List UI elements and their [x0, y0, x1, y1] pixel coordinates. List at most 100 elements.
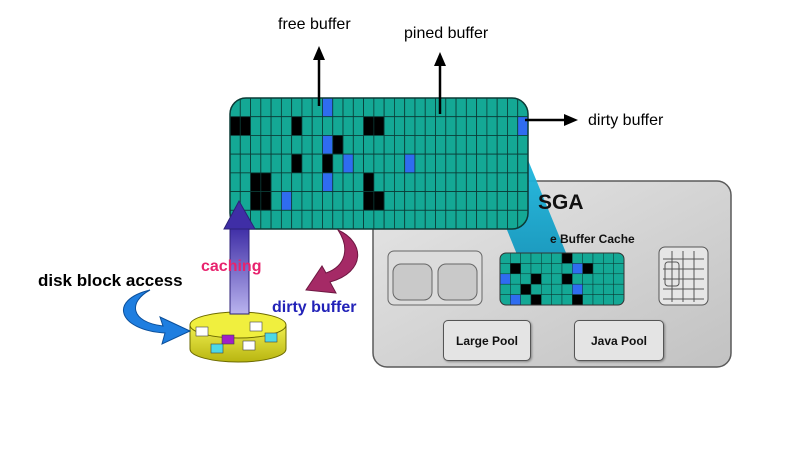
buffer-cell-dirty	[500, 273, 511, 285]
buffer-cell-free	[541, 273, 552, 285]
buffer-cell-free	[373, 153, 385, 174]
buffer-cell-free	[445, 153, 457, 174]
buffer-cell-free	[291, 172, 303, 192]
buffer-cell-free	[486, 209, 498, 229]
buffer-cell-free	[496, 98, 508, 118]
buffer-cell-free	[445, 209, 457, 229]
buffer-cell-free	[352, 135, 364, 155]
buffer-cell-free	[424, 172, 436, 192]
dirty-buffer-label-bottom: dirty buffer	[272, 299, 357, 316]
buffer-cell-free	[352, 172, 364, 192]
buffer-cell-free	[476, 209, 488, 229]
buffer-cell-free	[486, 135, 498, 155]
buffer-cell-free	[301, 98, 313, 118]
buffer-cell-free	[291, 191, 303, 211]
buffer-cell-free	[291, 135, 303, 155]
buffer-cell-pinned	[363, 191, 375, 211]
buffer-cell-free	[363, 153, 375, 174]
buffer-cell-free	[455, 172, 467, 192]
buffer-cell-free	[230, 172, 241, 192]
buffer-cell-pinned	[520, 283, 532, 295]
buffer-cell-pinned	[291, 116, 303, 136]
buffer-cell-free	[520, 273, 532, 285]
buffer-cell-free	[496, 191, 508, 211]
buffer-cell-pinned	[561, 273, 573, 285]
buffer-cell-free	[383, 98, 395, 118]
buffer-cell-free	[352, 209, 364, 229]
buffer-cell-free	[332, 172, 344, 192]
buffer-cell-free	[465, 172, 478, 192]
disk-block-access-label: disk block access	[38, 271, 183, 290]
buffer-cell-free	[592, 294, 604, 305]
buffer-cell-pinned	[572, 294, 583, 305]
buffer-cell-free	[363, 135, 375, 155]
buffer-cell-free	[270, 135, 282, 155]
buffer-cell-free	[311, 191, 323, 211]
buffer-cell-free	[561, 283, 573, 295]
buffer-cell-free	[260, 135, 272, 155]
buffer-cell-free	[383, 135, 395, 155]
buffer-cell-free	[486, 153, 498, 174]
buffer-cell-free	[476, 172, 488, 192]
buffer-cell-free	[465, 135, 478, 155]
buffer-cell-pinned	[332, 135, 344, 155]
buffer-cell-free	[541, 294, 552, 305]
buffer-cell-free	[507, 209, 519, 229]
buffer-cell-free	[301, 116, 313, 136]
buffer-cell-free	[342, 98, 354, 118]
buffer-cell-free	[510, 253, 521, 264]
buffer-cell-free	[404, 98, 416, 118]
buffer-cell-free	[561, 294, 573, 305]
buffer-cell-free	[311, 209, 323, 229]
buffer-cell-free	[530, 253, 542, 264]
buffer-cell-free	[394, 191, 406, 211]
buffer-cell-free	[414, 191, 426, 211]
buffer-cell-pinned	[530, 273, 542, 285]
buffer-cell-free	[342, 116, 354, 136]
buffer-cell-free	[352, 116, 364, 136]
buffer-cell-free	[332, 116, 344, 136]
buffer-cell-free	[496, 209, 508, 229]
buffer-cell-free	[445, 135, 457, 155]
buffer-cell-free	[530, 283, 542, 295]
buffer-cell-free	[270, 153, 282, 174]
free-buffer-label: free buffer	[278, 16, 351, 33]
buffer-cell-free	[476, 153, 488, 174]
buffer-cell-free	[250, 135, 262, 155]
buffer-cell-free	[465, 209, 478, 229]
buffer-cell-free	[510, 273, 521, 285]
buffer-cell-dirty	[404, 153, 416, 174]
buffer-cell-free	[455, 153, 467, 174]
buffer-cell-free	[465, 153, 478, 174]
buffer-cell-free	[435, 209, 447, 229]
buffer-cell-free	[507, 172, 519, 192]
buffer-cell-free	[280, 116, 293, 136]
buffer-cell-free	[383, 116, 395, 136]
buffer-cell-free	[603, 253, 614, 264]
buffer-cell-free	[517, 172, 528, 192]
buffer-cell-free	[280, 153, 293, 174]
sga-buffer-cache-mini-grid	[500, 253, 624, 305]
buffer-cell-free	[424, 135, 436, 155]
buffer-cell-free	[342, 191, 354, 211]
buffer-cell-pinned	[373, 116, 385, 136]
buffer-cell-free	[613, 273, 624, 285]
dirty-buffer-curved-arrow	[305, 228, 359, 294]
buffer-cell-free	[572, 253, 583, 264]
buffer-cell-free	[342, 172, 354, 192]
buffer-cache-label: e Buffer Cache	[550, 232, 635, 246]
disk-block-access-arrow	[123, 289, 192, 345]
disk-blocks	[195, 321, 278, 354]
buffer-cell-free	[486, 191, 498, 211]
buffer-cell-pinned	[322, 153, 334, 174]
buffer-cell-dirty	[510, 294, 521, 305]
buffer-cell-free	[373, 209, 385, 229]
buffer-cell-free	[517, 153, 528, 174]
buffer-cell-free	[435, 172, 447, 192]
buffer-cell-free	[603, 283, 614, 295]
buffer-cell-free	[455, 191, 467, 211]
disk-block	[242, 340, 256, 351]
buffer-cell-pinned	[363, 116, 375, 136]
buffer-cell-free	[270, 191, 282, 211]
